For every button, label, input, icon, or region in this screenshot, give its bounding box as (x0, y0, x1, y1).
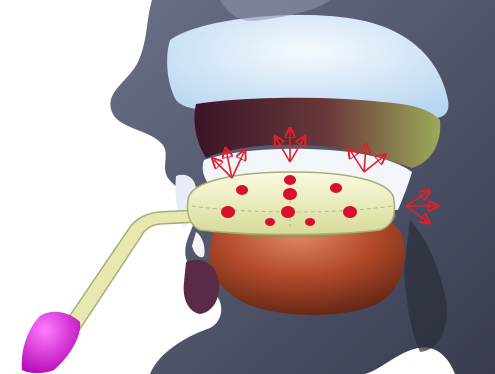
marker-dot (221, 206, 235, 218)
marker-dot (283, 188, 297, 200)
marker-dot (265, 218, 275, 226)
marker-dot (305, 218, 315, 226)
marker-dot (284, 175, 296, 185)
marker-dot (330, 183, 342, 193)
marker-dot (343, 206, 357, 218)
marker-dot (236, 185, 248, 195)
marker-dot (281, 206, 295, 218)
